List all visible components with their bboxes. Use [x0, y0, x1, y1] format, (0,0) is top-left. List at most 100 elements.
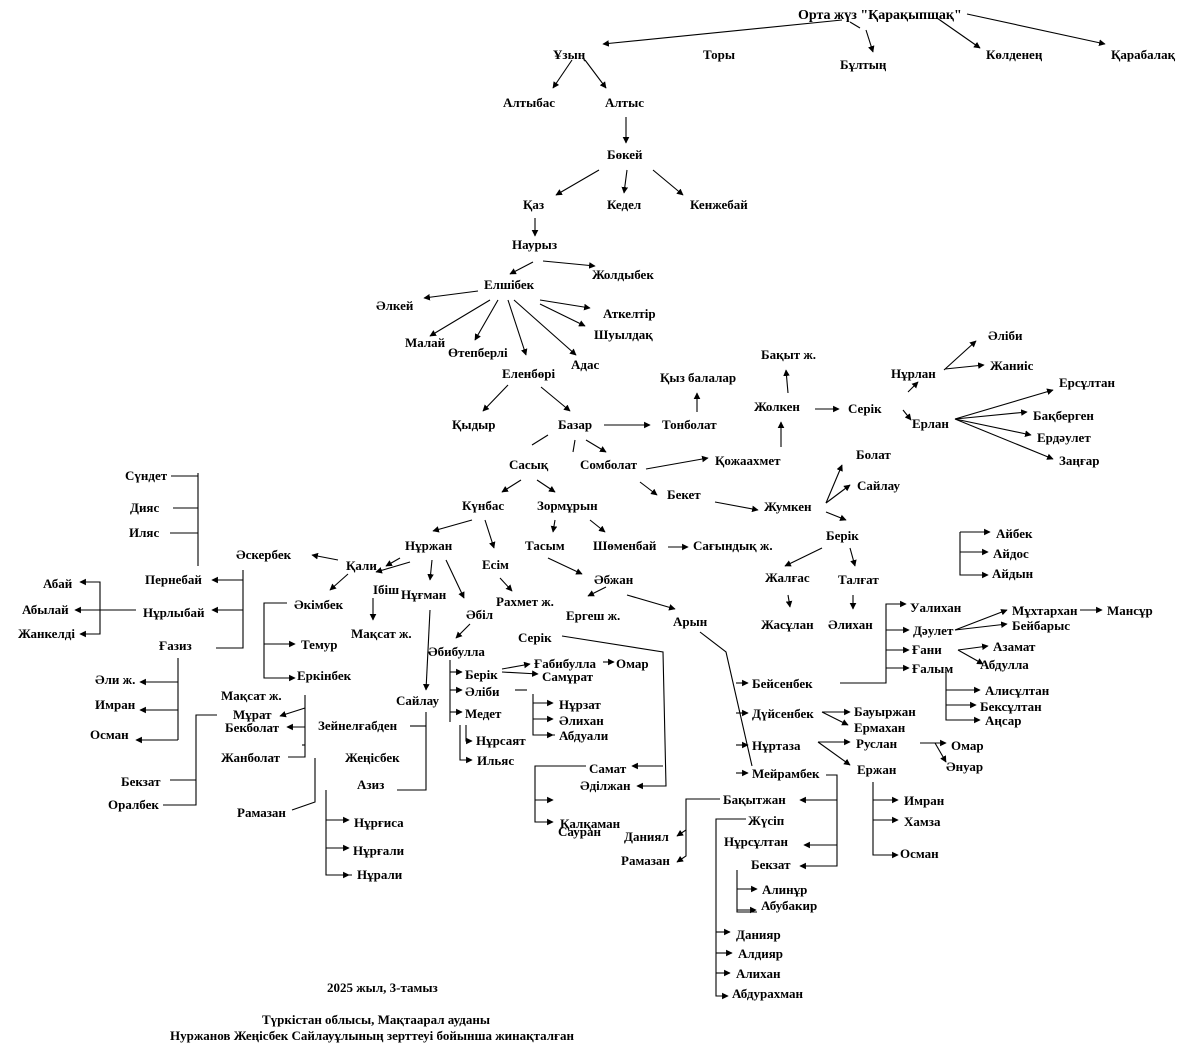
tree-node: Нұрсұлтан: [724, 834, 788, 849]
tree-node: Ермахан: [854, 720, 906, 735]
tree-node: Әділжан: [580, 778, 631, 793]
tree-node: Ержан: [857, 762, 897, 777]
tree-node: Алтыбас: [503, 95, 555, 110]
tree-node: Айдос: [993, 546, 1029, 561]
tree-node: Еленбөрі: [502, 366, 556, 381]
tree-node: Әлихан: [559, 713, 604, 728]
connector-arrow: [783, 369, 790, 394]
connector-arrow: [840, 600, 907, 684]
connector-arrow: [825, 464, 843, 504]
tree-node: Қалқаман: [560, 816, 621, 831]
tree-node: Кедел: [607, 197, 642, 212]
connector-arrow: [555, 169, 600, 196]
tree-node: Жанболат: [221, 750, 281, 765]
tree-node: Сайлау: [396, 693, 440, 708]
tree-node: Бақыт ж.: [761, 347, 817, 362]
tree-node: Абдулла: [980, 657, 1029, 672]
connector-arrow: [547, 557, 583, 575]
tree-node: Дүйсенбек: [752, 706, 814, 721]
tree-node: Азиз: [357, 777, 385, 792]
connector-arrow: [639, 481, 658, 496]
tree-node: Әкімбек: [294, 597, 344, 612]
tree-node: Сүндет: [125, 468, 168, 483]
tree-node: Тасым: [525, 538, 565, 553]
tree-node: Осман: [90, 727, 129, 742]
connector-arrow: [821, 711, 849, 726]
connector-arrow: [785, 594, 793, 608]
connector-arrow: [385, 557, 401, 567]
tree-node: Уалихан: [910, 600, 962, 615]
tree-node: Алихан: [736, 966, 781, 981]
tree-node: Талғат: [838, 572, 879, 587]
tree-node: Жүсіп: [748, 813, 785, 828]
tree-node: Тонболат: [662, 417, 717, 432]
tree-node: Данияр: [736, 927, 781, 942]
connector-arrow: [263, 602, 292, 679]
tree-node: Мұхтархан: [1012, 603, 1078, 618]
connector-arrow: [621, 169, 629, 194]
tree-node: Күнбас: [462, 498, 505, 513]
tree-node: Абылай: [22, 602, 69, 617]
connector-arrow: [957, 643, 989, 651]
tree-node: Қаз: [523, 197, 545, 212]
connector-arrow: [429, 299, 491, 337]
connector-arrow: [163, 714, 217, 806]
tree-node: Өтепберлі: [448, 345, 508, 360]
tree-node: Әбибулла: [428, 644, 485, 659]
connector-arrow: [907, 381, 919, 393]
tree-node: Жасұлан: [761, 617, 814, 632]
tree-node: Жумкен: [764, 499, 812, 514]
tree-node: Жалғас: [765, 570, 810, 585]
tree-node: Әскербек: [236, 547, 292, 562]
tree-node: Ерлан: [912, 416, 949, 431]
tree-node: Мансұр: [1107, 603, 1153, 618]
connector-arrow: [954, 388, 1054, 420]
tree-node: Рамазан: [621, 853, 670, 868]
tree-node: Наурыз: [512, 237, 558, 252]
tree-node: Әлкей: [376, 298, 414, 313]
connector-arrow: [602, 19, 843, 47]
tree-node: Рахмет ж.: [496, 594, 554, 609]
tree-node: Аңсар: [985, 713, 1022, 728]
tree-node: Адас: [571, 357, 600, 372]
connector-arrow: [699, 631, 753, 767]
tree-node: Алисұлтан: [985, 683, 1050, 698]
connector-arrow: [945, 670, 980, 721]
connector-arrow: [455, 623, 471, 639]
tree-node: Әбжан: [594, 572, 634, 587]
tree-node: Алтыс: [605, 95, 644, 110]
tree-node: Жолдыбек: [592, 267, 654, 282]
tree-node: Сомболат: [580, 457, 637, 472]
tree-node: Ғалым: [912, 661, 954, 676]
tree-node: Сасық: [509, 457, 549, 472]
tree-node: Бақберген: [1033, 408, 1094, 423]
tree-node: Даниял: [624, 829, 669, 844]
connector-arrow: [799, 774, 838, 870]
tree-node: Пернебай: [145, 572, 202, 587]
tree-node: Руслан: [856, 736, 898, 751]
connector-arrow: [501, 661, 531, 670]
footer-credit: Нуржанов Жеңісбек Сайлауұлының зерттеуі …: [170, 1028, 574, 1043]
tree-node: Оралбек: [108, 797, 159, 812]
connector-arrow: [531, 434, 549, 446]
connector-arrow: [432, 519, 473, 533]
tree-node: Жолкен: [754, 399, 800, 414]
connector-arrow: [825, 511, 847, 521]
connector-arrow: [445, 559, 465, 599]
tree-node: Зейнелғабден: [318, 718, 398, 733]
connector-arrow: [397, 712, 427, 791]
tree-node: Сағындық ж.: [693, 538, 773, 553]
tree-node: Мақсат ж.: [351, 626, 412, 641]
tree-node: Ібіш: [373, 582, 400, 597]
connector-arrow: [325, 790, 352, 876]
tree-node: Аткелтір: [603, 306, 656, 321]
tree-node: Иляс: [129, 525, 160, 540]
tree-node: Бейсенбек: [752, 676, 813, 691]
tree-node: Берік: [465, 667, 498, 682]
tree-node: Нұржан: [405, 538, 453, 553]
connector-arrow: [954, 609, 1008, 631]
connector-arrow: [943, 340, 977, 371]
tree-node: Дәулет: [913, 623, 954, 638]
tree-node: Нұрғали: [353, 843, 405, 858]
